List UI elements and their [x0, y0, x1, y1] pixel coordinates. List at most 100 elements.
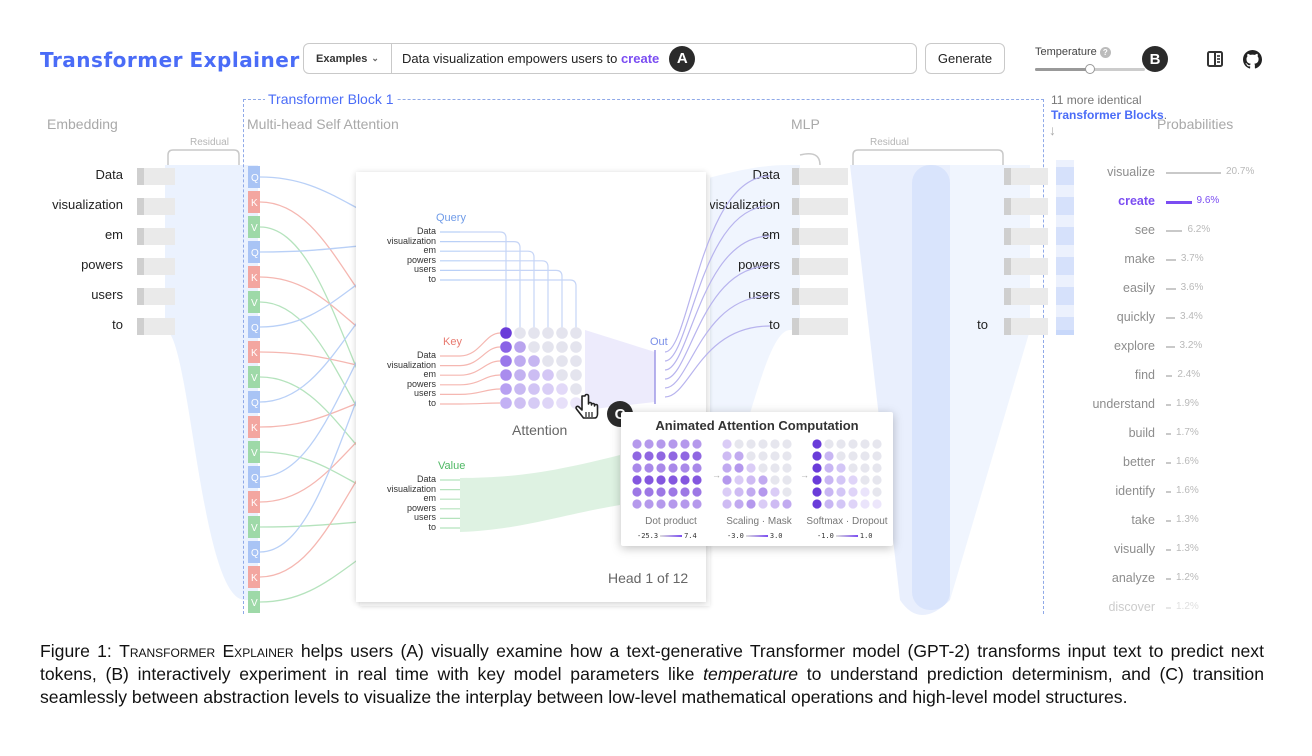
value-label: Value: [438, 460, 466, 472]
popup-cell: [758, 439, 768, 449]
attention-cell: [500, 383, 512, 395]
mini-token: visualization: [386, 235, 436, 246]
embedding-token: powers: [81, 257, 123, 272]
help-icon[interactable]: ?: [1099, 46, 1111, 58]
popup-cell: [824, 439, 834, 449]
query-to-matrix: [460, 231, 507, 330]
github-icon[interactable]: [1242, 49, 1262, 69]
probability-token[interactable]: better: [1123, 455, 1155, 469]
more-blocks-period: .: [1163, 108, 1168, 122]
mlp-vector: [792, 318, 848, 335]
probability-token[interactable]: quickly: [1116, 310, 1155, 324]
probability-token[interactable]: discover: [1108, 600, 1155, 614]
attention-cell: [556, 369, 568, 381]
qkv-letter: Q: [251, 323, 259, 334]
mini-token: em: [423, 245, 436, 256]
attention-cell: [514, 327, 526, 339]
qkv-letter: K: [251, 573, 258, 584]
popup-cell: [758, 451, 768, 461]
prompt-input-bar[interactable]: Examples ⌄ Data visualization empowers u…: [303, 43, 917, 74]
generate-button[interactable]: Generate: [925, 43, 1005, 74]
app-title-word-1: Transformer: [40, 48, 184, 72]
probability-bar: [1166, 462, 1171, 464]
probability-token[interactable]: identify: [1115, 484, 1155, 498]
popup-cell: [644, 439, 654, 449]
range-gradient: [745, 535, 768, 537]
probability-token[interactable]: explore: [1114, 339, 1155, 353]
popup-cell: [758, 499, 768, 509]
attention-matrix-label: Attention: [512, 422, 568, 438]
mini-token: powers: [406, 254, 436, 265]
probability-token[interactable]: analyze: [1111, 571, 1155, 585]
mini-token: Data: [416, 350, 436, 360]
probability-token[interactable]: visually: [1114, 542, 1155, 556]
embedding-token: to: [112, 317, 123, 332]
probability-bar: [1166, 520, 1171, 522]
popup-cell: [812, 475, 822, 485]
popup-cell: [872, 487, 882, 497]
probability-token[interactable]: make: [1124, 252, 1155, 266]
embedding-vector: [137, 168, 175, 185]
popup-cell: [782, 487, 792, 497]
examples-dropdown[interactable]: Examples ⌄: [304, 44, 392, 73]
mini-token: powers: [406, 378, 436, 389]
mini-token: to: [428, 397, 436, 408]
mlp-label: MLP: [791, 116, 820, 132]
popup-cell: [632, 451, 642, 461]
probability-value: 1.7%: [1176, 427, 1199, 438]
popup-cell: [734, 487, 744, 497]
attention-cell: [528, 327, 540, 339]
mlp-token: em: [761, 227, 780, 242]
probability-bar: [1166, 259, 1176, 261]
probability-token[interactable]: find: [1134, 368, 1155, 382]
key-to-matrix: [459, 332, 501, 357]
prompt-text[interactable]: Data visualization empowers users to cre…: [392, 51, 659, 66]
popup-cell: [848, 487, 858, 497]
probability-bar: [1166, 491, 1171, 493]
range-gradient: [660, 535, 683, 537]
attention-computation-popup: Animated Attention Computation →→ Dot pr…: [621, 412, 893, 546]
popup-cell: [824, 487, 834, 497]
popup-cell: [824, 463, 834, 473]
range-gradient: [835, 535, 858, 537]
temperature-slider-thumb[interactable]: [1085, 64, 1095, 74]
probability-token[interactable]: create: [1118, 194, 1155, 208]
probability-token[interactable]: build: [1128, 426, 1155, 440]
probability-token[interactable]: visualize: [1107, 165, 1155, 179]
key-to-matrix: [459, 360, 501, 376]
probability-token[interactable]: see: [1134, 223, 1155, 237]
arrow-right-icon: →: [800, 470, 809, 480]
qkv-letter: Q: [251, 548, 259, 559]
embedding-vector: [137, 258, 175, 275]
probability-token[interactable]: take: [1131, 513, 1155, 527]
document-icon[interactable]: [1205, 49, 1225, 69]
qkv-vector: [248, 491, 260, 513]
attention-cell: [542, 369, 554, 381]
popup-cell: [722, 499, 732, 509]
popup-cell: [860, 451, 870, 461]
probability-token[interactable]: understand: [1092, 397, 1155, 411]
popup-cell: [770, 475, 780, 485]
popup-cell: [860, 475, 870, 485]
temperature-slider-fill: [1035, 68, 1090, 71]
probability-value: 3.6%: [1180, 282, 1204, 293]
popup-cell: [668, 475, 678, 485]
more-blocks-link[interactable]: Transformer Blocks: [1051, 108, 1164, 122]
embedding-vector: [137, 228, 175, 245]
probability-bar: [1166, 375, 1173, 377]
popup-cell: [680, 439, 690, 449]
popup-cell: [746, 487, 756, 497]
embedding-flow: [165, 165, 258, 600]
qkv-vector: [248, 391, 260, 413]
probability-token[interactable]: easily: [1123, 281, 1155, 295]
transformer-block-outline: [243, 99, 1044, 614]
probability-value: 1.6%: [1176, 485, 1199, 496]
popup-cell: [836, 439, 846, 449]
probability-value: 2.4%: [1177, 369, 1201, 380]
popup-cell: [734, 475, 744, 485]
prompt-input-text: Data visualization empowers users to: [402, 51, 618, 66]
annotation-badge-b: B: [1142, 46, 1168, 72]
popup-cell: [836, 487, 846, 497]
qkv-letter: V: [251, 373, 258, 384]
probability-bar: [1166, 172, 1221, 174]
